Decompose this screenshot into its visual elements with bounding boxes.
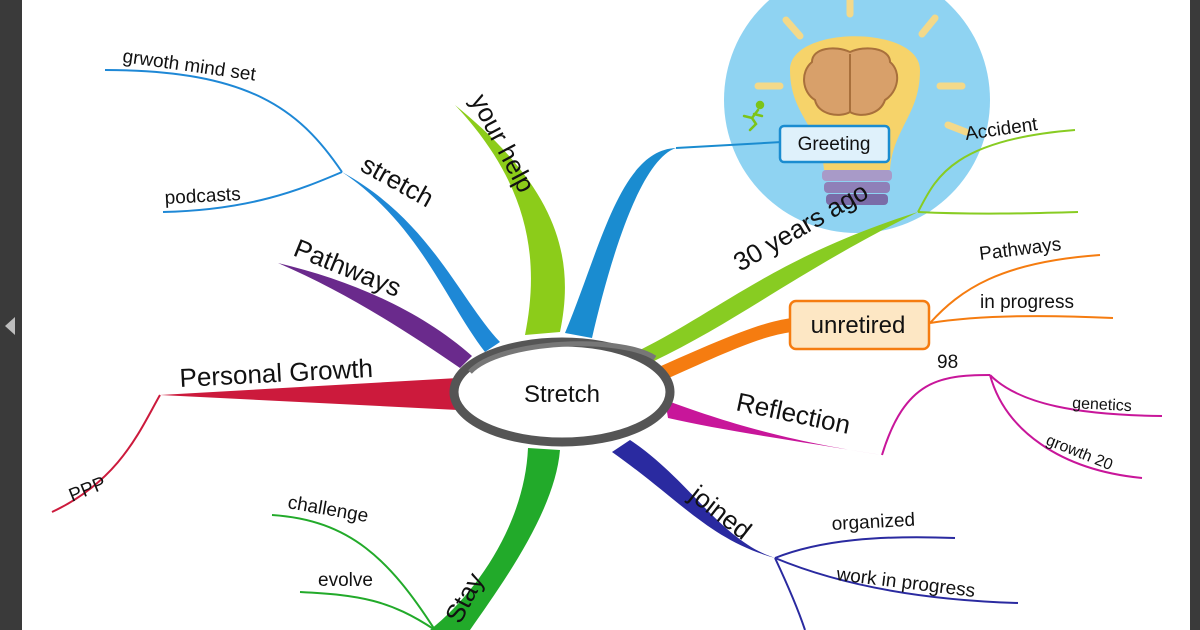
- ppp-label: PPP: [66, 473, 109, 507]
- main-branches: [160, 105, 918, 630]
- unretired-label: unretired: [811, 312, 906, 339]
- grwoth-mind-set-label: grwoth mind set: [121, 46, 257, 86]
- greeting-label: Greeting: [798, 134, 871, 155]
- greeting-node: [778, 124, 891, 164]
- unretired-node: [788, 299, 931, 351]
- prev-page-arrow-icon[interactable]: [5, 317, 15, 335]
- viewer-right-strip: [1190, 0, 1200, 630]
- organized-label: organized: [831, 510, 915, 535]
- sub-branches: [51, 69, 1163, 630]
- stretch-branch-label: stretch: [356, 149, 439, 213]
- genetics-label: genetics: [1072, 395, 1132, 415]
- your-help-label: your help: [465, 89, 542, 198]
- work-in-progress-label: work in progress: [834, 564, 976, 602]
- viewer-left-strip: [0, 0, 22, 630]
- in-progress-label: in progress: [980, 292, 1074, 313]
- ninety-eight-label: 98: [937, 352, 958, 373]
- evolve-label: evolve: [318, 570, 373, 591]
- challenge-label: challenge: [286, 492, 370, 527]
- podcasts-label: podcasts: [164, 184, 241, 209]
- central-label: Stretch: [524, 381, 600, 408]
- runner-icon: [742, 100, 765, 132]
